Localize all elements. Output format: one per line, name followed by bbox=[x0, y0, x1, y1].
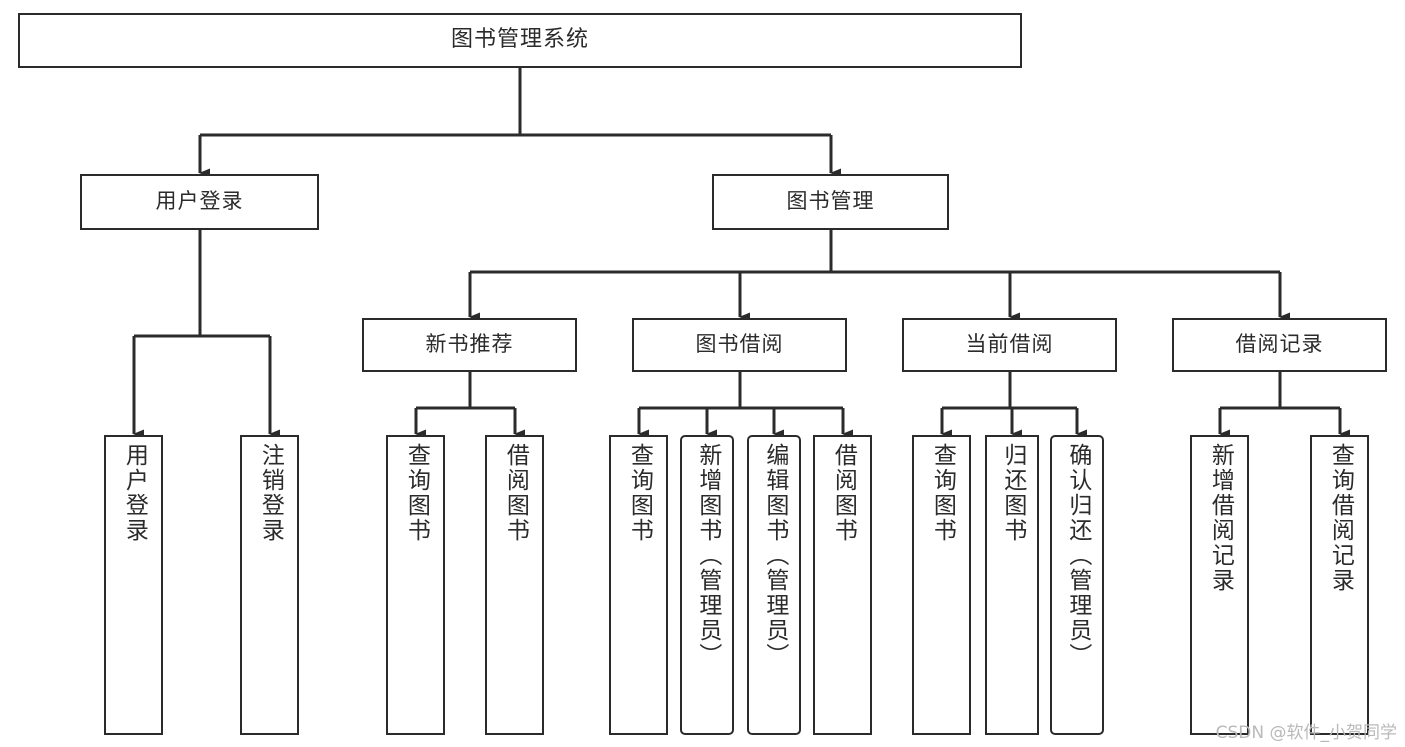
node-l_query2[interactable]: 查询图书 bbox=[609, 435, 668, 735]
node-label: 图书管理 bbox=[786, 189, 875, 214]
node-label: 确认归还（管理员） bbox=[1064, 443, 1091, 668]
connector-lines bbox=[132, 68, 1350, 439]
node-l_confirm[interactable]: 确认归还（管理员） bbox=[1050, 435, 1104, 735]
node-l_queryrec[interactable]: 查询借阅记录 bbox=[1310, 435, 1369, 735]
node-label: 查询图书 bbox=[403, 443, 430, 543]
node-root[interactable]: 图书管理系统 bbox=[18, 13, 1022, 68]
node-l_login[interactable]: 用户登录 bbox=[104, 435, 163, 735]
node-newbook[interactable]: 新书推荐 bbox=[362, 318, 577, 372]
node-label: 查询图书 bbox=[929, 443, 956, 543]
node-label: 图书管理系统 bbox=[450, 27, 589, 53]
node-l_query1[interactable]: 查询图书 bbox=[386, 435, 445, 735]
node-label: 借阅图书 bbox=[830, 443, 857, 543]
node-label: 查询图书 bbox=[626, 443, 653, 543]
node-label: 借阅记录 bbox=[1235, 332, 1324, 357]
node-login[interactable]: 用户登录 bbox=[80, 174, 319, 230]
node-l_borrow2[interactable]: 借阅图书 bbox=[813, 435, 872, 735]
node-label: 用户登录 bbox=[155, 189, 244, 214]
node-label: 编辑图书（管理员） bbox=[761, 443, 788, 668]
node-current[interactable]: 当前借阅 bbox=[902, 318, 1117, 372]
watermark-text: CSDN @软件_小贺同学 bbox=[1215, 723, 1397, 743]
node-label: 用户登录 bbox=[121, 443, 148, 543]
node-label: 当前借阅 bbox=[965, 332, 1054, 357]
node-label: 查询借阅记录 bbox=[1327, 443, 1354, 593]
node-l_borrow1[interactable]: 借阅图书 bbox=[485, 435, 544, 735]
node-borrow[interactable]: 图书借阅 bbox=[632, 318, 847, 372]
node-l_addrec[interactable]: 新增借阅记录 bbox=[1190, 435, 1249, 735]
node-label: 新增图书（管理员） bbox=[694, 443, 721, 668]
node-l_query3[interactable]: 查询图书 bbox=[912, 435, 971, 735]
node-label: 图书借阅 bbox=[695, 332, 784, 357]
node-records[interactable]: 借阅记录 bbox=[1172, 318, 1387, 372]
node-label: 新增借阅记录 bbox=[1207, 443, 1234, 593]
node-l_logout[interactable]: 注销登录 bbox=[240, 435, 299, 735]
node-l_editbook[interactable]: 编辑图书（管理员） bbox=[747, 435, 801, 735]
node-label: 注销登录 bbox=[257, 443, 284, 543]
node-label: 新书推荐 bbox=[425, 332, 514, 357]
node-label: 借阅图书 bbox=[502, 443, 529, 543]
node-l_addbook[interactable]: 新增图书（管理员） bbox=[680, 435, 734, 735]
node-l_return[interactable]: 归还图书 bbox=[985, 435, 1039, 735]
node-bookmgmt[interactable]: 图书管理 bbox=[712, 174, 949, 230]
node-label: 归还图书 bbox=[999, 443, 1026, 543]
